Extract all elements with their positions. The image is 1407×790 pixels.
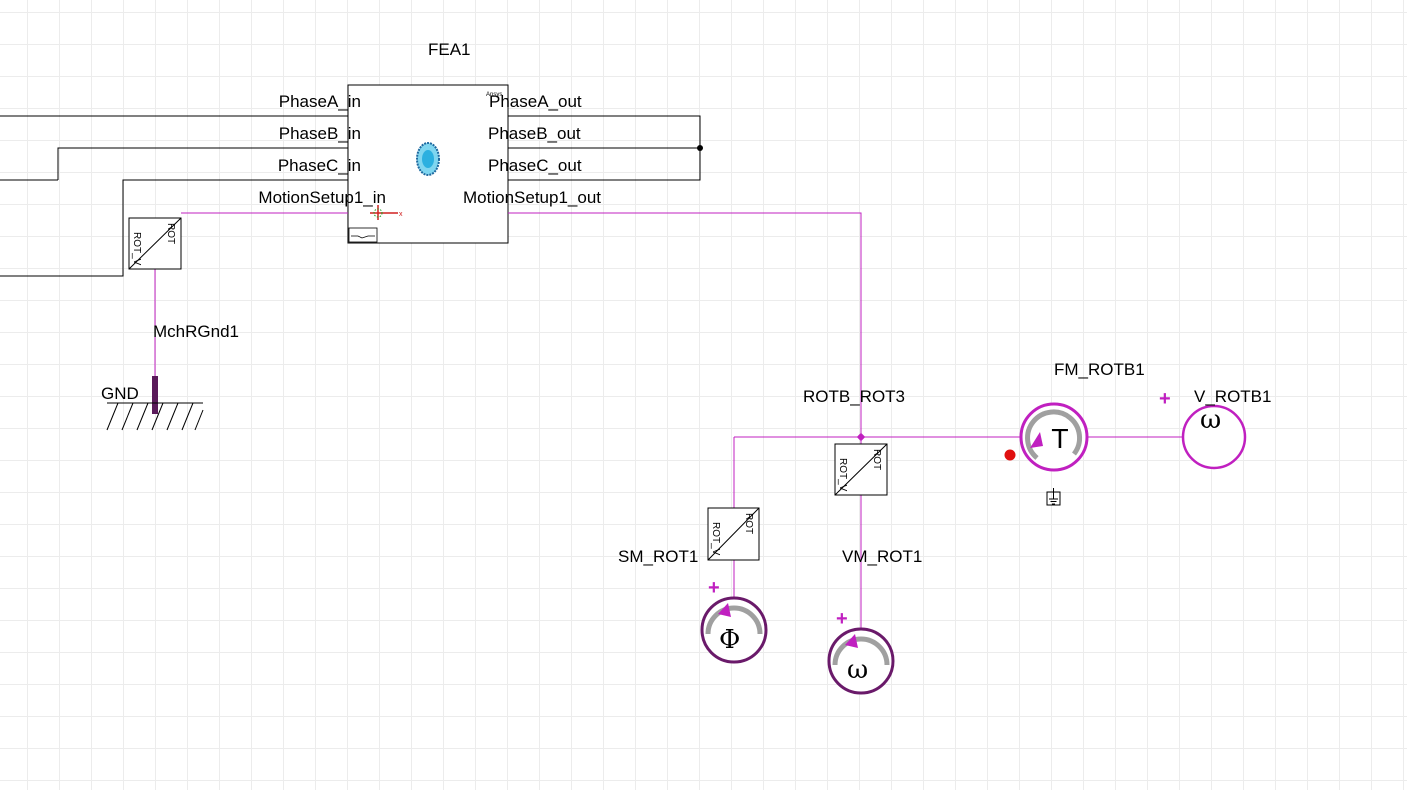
- red-dot: [1004, 449, 1016, 461]
- fea-model-icon: [416, 142, 440, 176]
- converter-gnd-bottom: ROT_V: [131, 232, 142, 266]
- converter-gnd[interactable]: ROT ROT_V: [128, 217, 182, 270]
- converter-node-bottom: ROT_V: [837, 458, 848, 492]
- pin-phase-b-out[interactable]: PhaseB_out: [488, 124, 581, 143]
- pin-phase-c-in[interactable]: PhaseC_in: [278, 156, 361, 175]
- converter-angle[interactable]: ROT ROT_V: [707, 507, 760, 561]
- junction-node: [856, 432, 866, 442]
- speed-meter-label: VM_ROT1: [842, 547, 922, 566]
- speed-meter[interactable]: ω: [827, 627, 895, 695]
- speed-meter-symbol: ω: [847, 655, 868, 685]
- converter-node-top: ROT: [871, 449, 882, 470]
- mch-gnd-label: MchRGnd1: [153, 322, 239, 341]
- angle-meter-label: SM_ROT1: [618, 547, 698, 566]
- converter-angle-bottom: ROT_V: [710, 522, 721, 556]
- rotational-wires: [154, 212, 1182, 628]
- speed-source-symbol: ω: [1200, 405, 1221, 435]
- ground-icon[interactable]: [106, 376, 204, 431]
- converter-angle-top: ROT: [743, 513, 754, 534]
- angle-meter-plus: +: [708, 577, 720, 599]
- pin-phase-a-out[interactable]: PhaseA_out: [489, 92, 582, 111]
- ground-reference-icon: [1046, 488, 1061, 506]
- node-label: ROTB_ROT3: [803, 387, 905, 406]
- gnd-label: GND: [101, 384, 139, 403]
- force-meter[interactable]: T: [1019, 402, 1089, 472]
- speed-source-plus: +: [1159, 388, 1171, 410]
- wire-phase-c-in[interactable]: [0, 179, 348, 277]
- pin-phase-c-out[interactable]: PhaseC_out: [488, 156, 582, 175]
- force-meter-label: FM_ROTB1: [1054, 360, 1145, 379]
- converter-node[interactable]: ROT ROT_V: [834, 443, 888, 496]
- angle-meter-symbol: Φ: [719, 625, 740, 655]
- speed-source[interactable]: ω: [1181, 404, 1247, 470]
- svg-text:x: x: [399, 211, 403, 218]
- wire-phase-b-in[interactable]: [57, 147, 348, 180]
- speed-source-label: V_ROTB1: [1194, 387, 1271, 406]
- speed-meter-plus: +: [836, 608, 848, 630]
- mini-graph-icon: [348, 227, 378, 243]
- fea-block-tag: Ansys: [486, 92, 502, 98]
- wire-motion-out[interactable]: [508, 212, 862, 437]
- motion-axes-icon: x: [370, 205, 403, 220]
- phase-wires: [0, 115, 701, 277]
- pin-phase-b-in[interactable]: PhaseB_in: [279, 124, 361, 143]
- torque-symbol: T: [1051, 425, 1068, 455]
- pin-motion-out[interactable]: MotionSetup1_out: [463, 188, 601, 207]
- pin-phase-a-in[interactable]: PhaseA_in: [279, 92, 361, 111]
- angle-meter[interactable]: Φ: [700, 596, 768, 664]
- fea-block-title: FEA1: [428, 40, 471, 59]
- converter-gnd-top: ROT: [165, 223, 176, 244]
- pin-motion-in[interactable]: MotionSetup1_in: [258, 188, 386, 207]
- junction-dot-phases: [697, 145, 703, 151]
- fea-block[interactable]: FEA1 Ansys x PhaseA_in PhaseB_in PhaseC_…: [258, 40, 601, 244]
